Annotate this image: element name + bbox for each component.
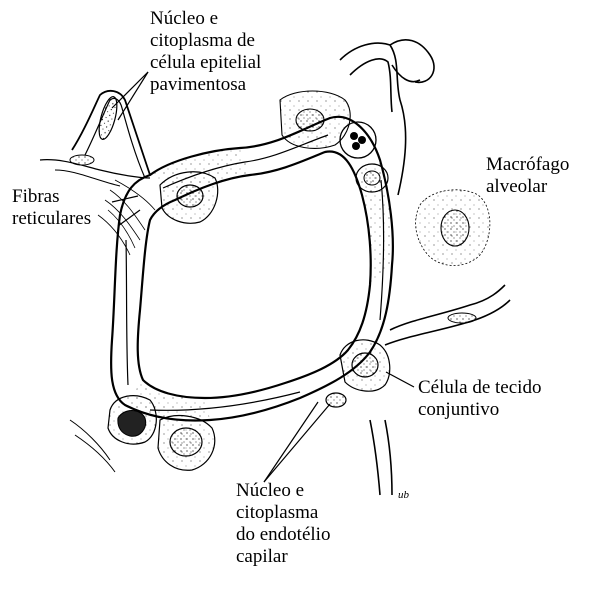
label-line: célula epitelial [150, 52, 261, 74]
label-capillary-endothelium: Núcleo e citoplasma do endotélio capilar [236, 480, 330, 568]
leader-lines [112, 72, 414, 482]
label-line: citoplasma [236, 502, 330, 524]
epithelial-nucleus [96, 95, 121, 141]
label-line: Núcleo e [236, 480, 330, 502]
label-line: reticulares [12, 208, 91, 230]
lobed-nucleus [118, 411, 146, 437]
label-line: alveolar [486, 176, 569, 198]
label-epithelial-cell: Núcleo e citoplasma de célula epitelial … [150, 8, 261, 96]
label-connective-tissue-cell: Célula de tecido conjuntivo [418, 377, 541, 421]
connective-nucleus [352, 353, 378, 377]
label-line: citoplasma de [150, 30, 261, 52]
label-line: capilar [236, 546, 330, 568]
macrophage-nucleus [441, 210, 469, 246]
label-line: Fibras [12, 186, 91, 208]
label-alveolar-macrophage: Macrófago alveolar [486, 154, 569, 198]
capillary-line-2 [126, 240, 128, 385]
label-line: pavimentosa [150, 74, 261, 96]
cell-upper-nucleus [177, 185, 203, 207]
label-line: Macrófago [486, 154, 569, 176]
alveolar-macrophage [416, 190, 490, 266]
connective-tissue-cell [340, 340, 390, 391]
label-reticular-fibers: Fibras reticulares [12, 186, 91, 230]
label-line: conjuntivo [418, 399, 541, 421]
cell-upper [160, 172, 218, 223]
artist-signature: ub [398, 489, 410, 501]
epithelial-cell-upper-left [40, 91, 150, 186]
label-line: Célula de tecido [418, 377, 541, 399]
label-line: do endotélio [236, 524, 330, 546]
label-line: Núcleo e [150, 8, 261, 30]
